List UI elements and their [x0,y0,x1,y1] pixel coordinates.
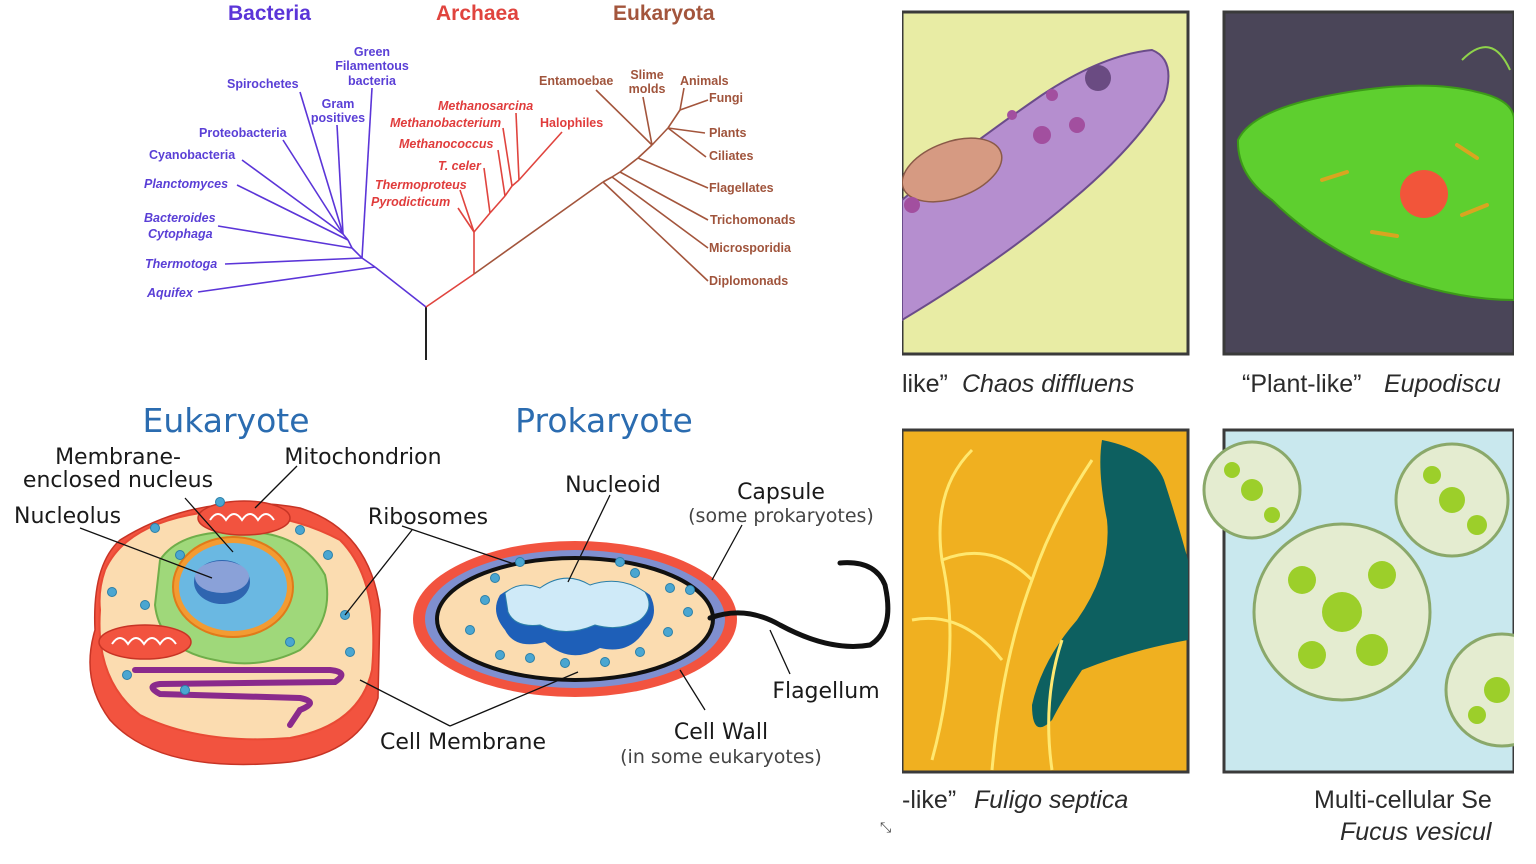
label-ribosomes: Ribosomes [368,505,488,530]
label-fungi: Fungi [709,91,743,105]
label-membrane-nucleus-2: enclosed nucleus [23,468,213,493]
label-capsule-note: (some prokaryotes) [688,505,874,527]
domain-bacteria-label: Bacteria [228,2,311,25]
label-cyanobacteria: Cyanobacteria [149,148,236,162]
caption-4-line1: Multi-cellular Se [1314,786,1492,814]
phylogenetic-tree: Bacteria Archaea Eukaryota [144,2,795,360]
caption-4-name: Fucus vesicul [1340,818,1493,846]
domain-eukaryota-label: Eukaryota [613,2,715,25]
label-mitochondrion: Mitochondrion [284,445,441,470]
caption-2-prefix: “Plant-like” [1242,370,1361,398]
eukaryota-branches [473,87,709,282]
collapse-icon[interactable]: ⤡ [880,819,891,835]
label-gram-positives-2: positives [311,111,365,125]
label-membrane-nucleus-1: Membrane- [55,445,181,470]
bacteria-branches [197,87,427,308]
label-halophiles: Halophiles [540,116,603,130]
caption-1-name: Chaos diffluens [962,370,1134,398]
caption-2-name: Eupodiscu [1384,370,1501,398]
label-cell-membrane: Cell Membrane [380,730,546,755]
label-cell-wall-note: (in some eukaryotes) [620,746,822,768]
prokaryote-title: Prokaryote [515,401,693,440]
label-trichomonads: Trichomonads [710,213,795,227]
caption-1-prefix: like” [902,370,948,398]
label-slime-molds-2: molds [629,82,666,96]
protist-gallery: like” Chaos diffluens “Plant-like” Eupod… [902,10,1514,846]
label-flagellum: Flagellum [772,679,879,704]
panel-chaos-diffluens [902,10,1190,356]
label-slime-molds-1: Slime [630,68,663,82]
label-cytophaga: Cytophaga [148,227,213,241]
label-planctomyces: Planctomyces [144,177,228,191]
panel-fuligo-septica [902,428,1190,774]
archaea-branches [425,112,563,308]
label-green-filamentous-3: bacteria [348,74,397,88]
label-microsporidia: Microsporidia [709,241,792,255]
label-nucleolus: Nucleolus [14,504,121,529]
label-nucleoid: Nucleoid [565,473,661,498]
leader-lines [79,465,791,727]
label-diplomonads: Diplomonads [709,274,788,288]
label-methanobacterium: Methanobacterium [390,116,501,130]
label-pyrodicticum: Pyrodicticum [371,195,450,209]
label-thermoproteus: Thermoproteus [375,178,467,192]
panel-fucus [1202,428,1514,774]
label-capsule: Capsule [737,480,825,505]
label-spirochetes: Spirochetes [227,77,299,91]
prokaryotic-cell [413,541,891,697]
label-proteobacteria: Proteobacteria [199,126,288,140]
label-flagellates: Flagellates [709,181,774,195]
label-green-filamentous-1: Green [354,45,390,59]
label-green-filamentous-2: Filamentous [335,59,409,73]
label-thermotoga: Thermotoga [145,257,217,271]
caption-3-name: Fuligo septica [974,786,1128,814]
panel-eupodiscus [1222,10,1514,356]
label-methanosarcina: Methanosarcina [438,99,533,113]
label-animals: Animals [680,74,729,88]
label-aquifex: Aquifex [146,286,194,300]
domain-archaea-label: Archaea [436,2,519,25]
label-gram-positives-1: Gram [322,97,355,111]
label-ciliates: Ciliates [709,149,754,163]
eukaryotic-cell [89,497,381,766]
label-t-celer: T. celer [438,159,482,173]
label-methanococcus: Methanococcus [399,137,494,151]
label-cell-wall: Cell Wall [674,720,768,745]
cell-diagram: Eukaryote Prokaryote [14,401,891,835]
label-plants: Plants [709,126,747,140]
label-entamoebae: Entamoebae [539,74,613,88]
eukaryote-title: Eukaryote [142,401,309,440]
label-bacteroides: Bacteroides [144,211,216,225]
caption-3-prefix: -like” [902,786,956,814]
